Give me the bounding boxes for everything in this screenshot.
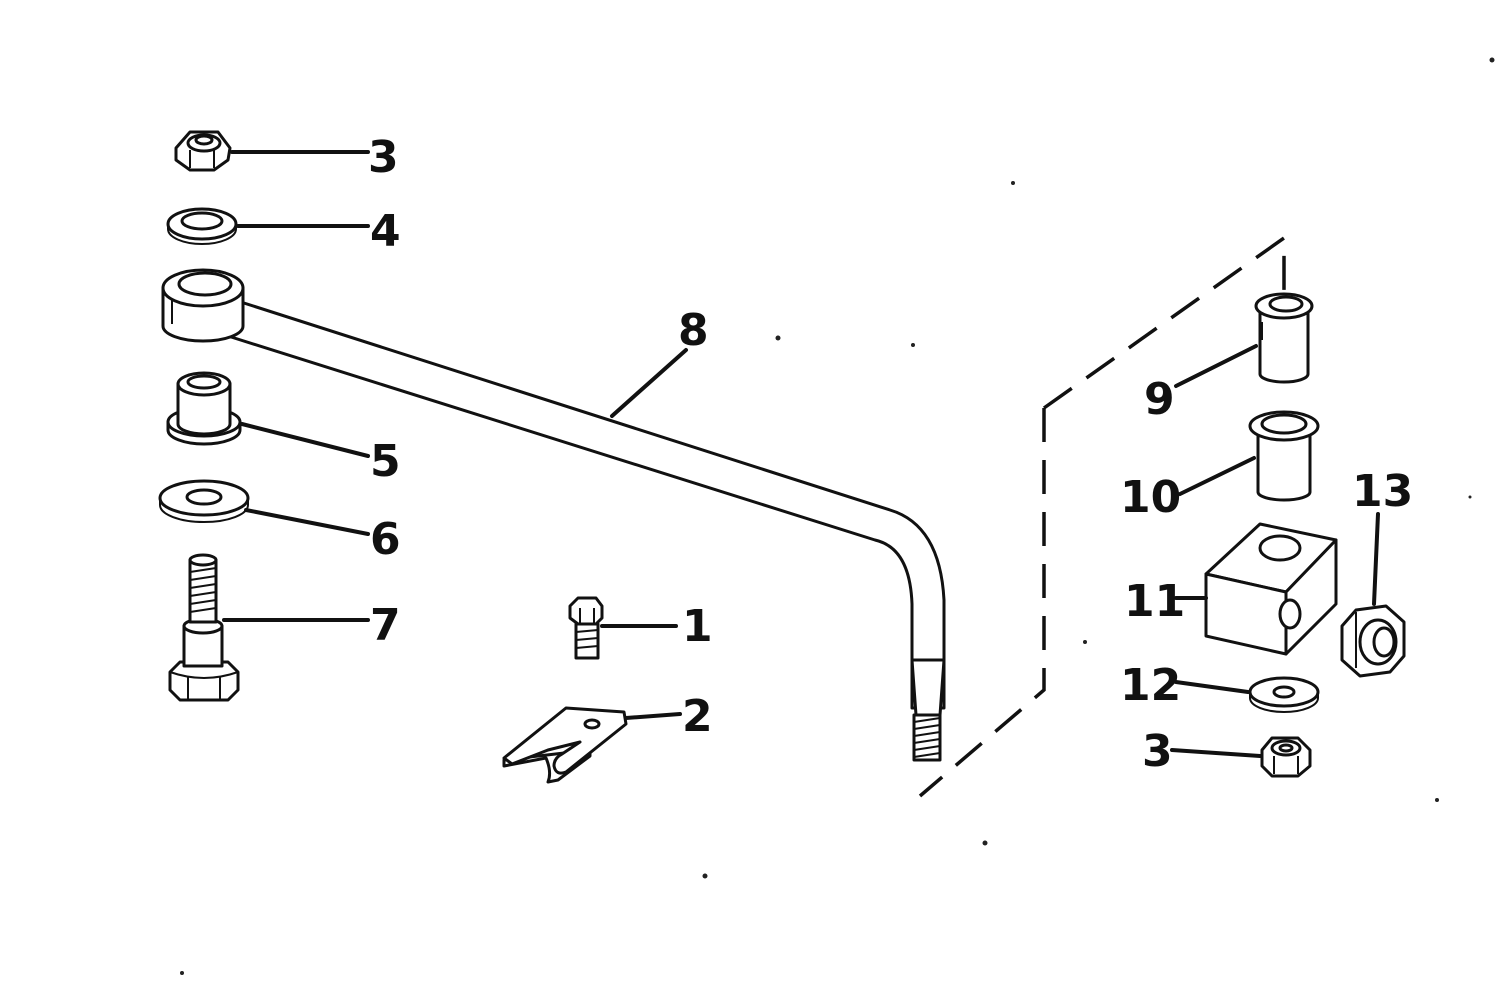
part-8-link-rod xyxy=(161,268,946,762)
callout-part-11: 11 xyxy=(1124,576,1185,627)
callout-part-7: 7 xyxy=(370,600,401,651)
dashed-assembly-line-upper xyxy=(1042,234,1286,410)
callout-part-13: 13 xyxy=(1352,466,1413,517)
callout-part-5: 5 xyxy=(370,436,401,487)
part-5-flanged-bushing xyxy=(166,371,242,446)
part-13-lock-nut xyxy=(1340,604,1406,678)
leader-part-12 xyxy=(1174,680,1250,694)
part-10-flanged-bushing xyxy=(1248,410,1320,502)
scan-specks xyxy=(180,57,1495,975)
leader-part-13 xyxy=(1372,512,1380,606)
dashed-assembly-line-lower xyxy=(918,408,1046,798)
part-4-washer xyxy=(166,207,238,245)
part-9-sleeve-bushing xyxy=(1254,292,1314,384)
callout-part-9: 9 xyxy=(1144,374,1175,425)
leader-part-6 xyxy=(244,508,370,536)
callout-part-3-bottom: 3 xyxy=(1142,726,1173,777)
leader-part-5 xyxy=(240,422,370,458)
part-3-lock-nut-bottom xyxy=(1260,736,1312,778)
callout-part-3-top: 3 xyxy=(368,132,399,183)
callout-part-1: 1 xyxy=(682,601,713,652)
leader-part-9 xyxy=(1174,344,1258,388)
callout-part-6: 6 xyxy=(370,514,401,565)
leader-part-10 xyxy=(1178,456,1256,496)
part-3-lock-nut-top xyxy=(174,130,232,172)
part-2-slotted-shim xyxy=(502,706,628,784)
callout-part-12: 12 xyxy=(1120,660,1181,711)
rod-threads xyxy=(913,717,941,758)
part-1-hex-bolt xyxy=(568,596,604,660)
bolt-threads xyxy=(189,567,217,613)
part-11-trunnion-block xyxy=(1204,522,1338,656)
part-12-washer xyxy=(1248,676,1320,713)
part-7-shoulder-bolt xyxy=(168,553,240,702)
leader-part-3-bottom xyxy=(1170,748,1262,758)
callout-part-10: 10 xyxy=(1120,472,1181,523)
part-6-flat-washer xyxy=(158,479,250,523)
callout-part-2: 2 xyxy=(682,691,713,742)
leader-part-8 xyxy=(610,348,688,418)
callout-part-8: 8 xyxy=(678,305,709,356)
leader-part-2 xyxy=(624,712,682,720)
callout-part-4: 4 xyxy=(370,206,401,257)
